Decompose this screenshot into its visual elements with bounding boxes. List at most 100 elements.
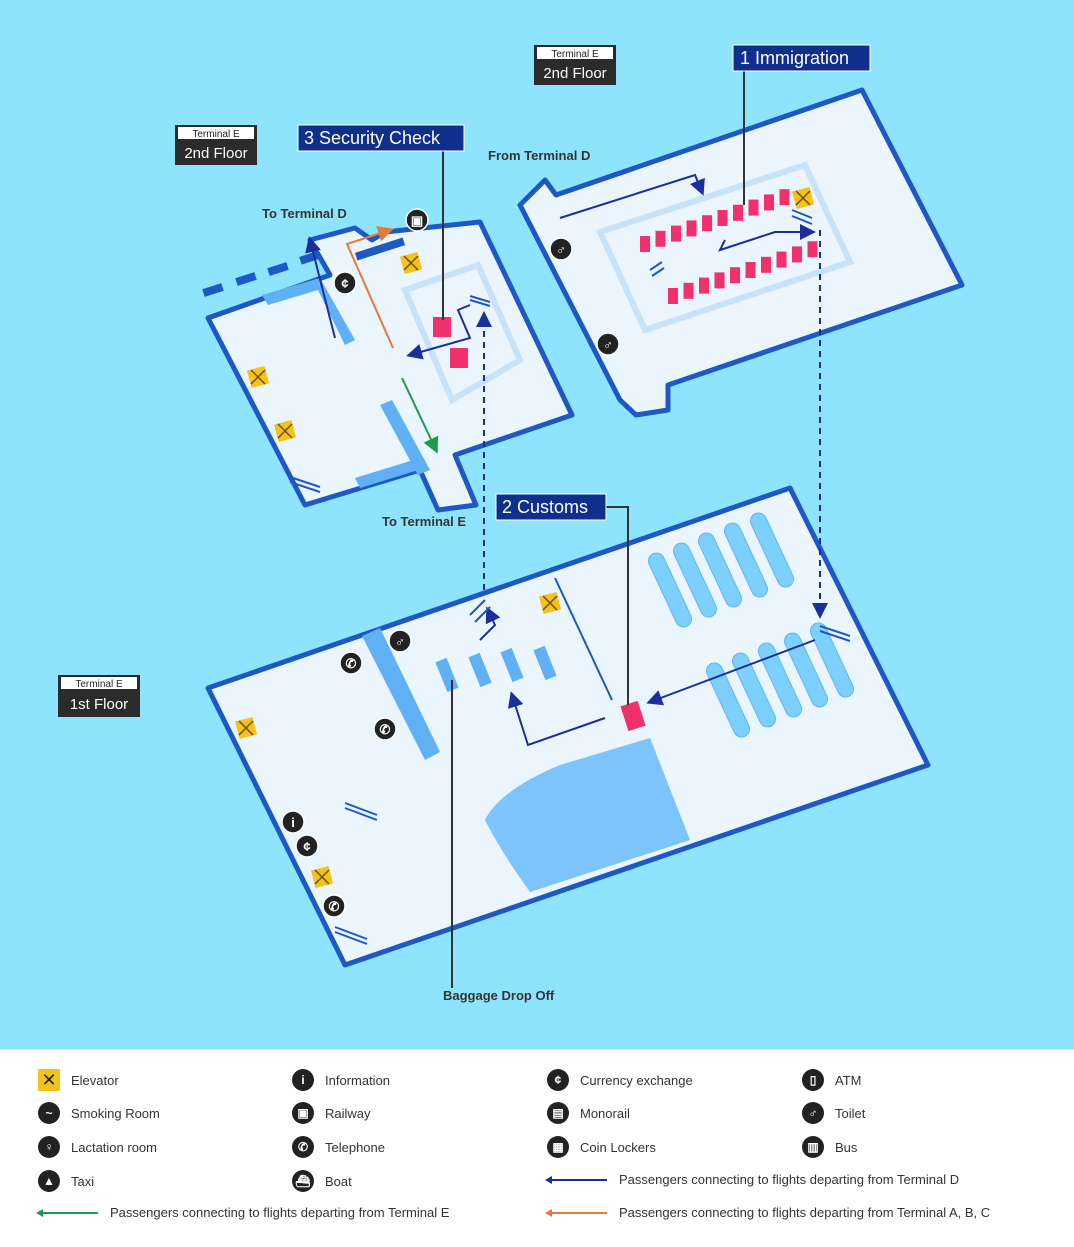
legend-label: Smoking Room bbox=[71, 1105, 160, 1121]
escalators bbox=[289, 209, 851, 945]
security-check-point bbox=[433, 317, 451, 337]
elevator-icon bbox=[273, 419, 297, 443]
route-arrow-icon bbox=[545, 1175, 607, 1184]
legend-label: Railway bbox=[325, 1105, 371, 1121]
elevator-icon bbox=[399, 251, 423, 275]
baggage-carousel bbox=[783, 632, 829, 708]
immigration-booth bbox=[764, 194, 774, 211]
immigration-booth bbox=[779, 189, 790, 206]
legend-item: ✕ Elevator bbox=[38, 1069, 119, 1091]
immigration-booth bbox=[717, 210, 728, 226]
baggage-carousel bbox=[749, 512, 795, 588]
svg-text:i: i bbox=[291, 815, 295, 830]
legend-item: ▯ ATM bbox=[802, 1069, 861, 1091]
elevator-icon bbox=[538, 591, 562, 615]
route-e bbox=[401, 377, 439, 454]
toilet-icon: ♂ bbox=[388, 629, 412, 653]
svg-text:Terminal E: Terminal E bbox=[192, 129, 240, 140]
immigration-booth bbox=[699, 277, 709, 294]
legend-item: ♂Toilet bbox=[802, 1102, 865, 1124]
legend-label: Monorail bbox=[580, 1105, 630, 1121]
svg-text:♂: ♂ bbox=[556, 242, 566, 257]
immigration-booth bbox=[702, 215, 712, 232]
baggage-carousel bbox=[809, 622, 855, 698]
legend-route: Passengers connecting to flights departi… bbox=[36, 1205, 450, 1220]
immigration-booth bbox=[655, 230, 666, 247]
legend-label: Elevator bbox=[71, 1072, 119, 1088]
elevator-icon bbox=[310, 865, 334, 889]
immigration-booth bbox=[792, 246, 802, 263]
step-immigration: 1 Immigration bbox=[732, 44, 871, 72]
railway-icon: ▣ bbox=[405, 208, 429, 232]
baggage-drop-off-label: Baggage Drop Off bbox=[443, 988, 555, 1003]
monorail-icon: ▤ bbox=[547, 1102, 569, 1124]
counter bbox=[262, 278, 355, 345]
immigration-booth bbox=[668, 288, 678, 304]
railway-icon: ▣ bbox=[292, 1102, 314, 1124]
legend-label: Lactation room bbox=[71, 1139, 157, 1155]
legend-item: ▥ Bus bbox=[802, 1136, 857, 1158]
immigration-area bbox=[595, 161, 855, 334]
bus-icon: ▥ bbox=[802, 1136, 824, 1158]
svg-text:2nd Floor: 2nd Floor bbox=[543, 65, 606, 82]
legend-label: Passengers connecting to flights departi… bbox=[110, 1205, 450, 1220]
elevator-icon bbox=[246, 365, 270, 389]
svg-text:♂: ♂ bbox=[395, 634, 405, 649]
legend-item: ♀Lactation room bbox=[38, 1136, 157, 1158]
legend-item: ▣ Railway bbox=[292, 1102, 371, 1124]
telephone-icon: ✆ bbox=[292, 1136, 314, 1158]
immigration-booth bbox=[807, 241, 818, 258]
immigration-booth bbox=[714, 272, 725, 289]
elevator-icon: ✕ bbox=[38, 1069, 60, 1091]
legend-label: Information bbox=[325, 1072, 391, 1088]
baggage-claim-area bbox=[485, 738, 690, 892]
route-d bbox=[406, 304, 472, 360]
baggage-carousel bbox=[647, 552, 693, 628]
svg-text:2nd Floor: 2nd Floor bbox=[184, 145, 247, 162]
legend-label: Passengers connecting to flights departi… bbox=[619, 1172, 960, 1187]
immigration-booth bbox=[776, 251, 787, 268]
security-check-point bbox=[450, 348, 468, 368]
to-terminal-d-label: To Terminal D bbox=[262, 206, 347, 221]
immigration-booth bbox=[686, 220, 697, 237]
svg-text:¢: ¢ bbox=[303, 839, 310, 854]
baggage-drop-counter bbox=[500, 647, 524, 683]
legend-route: Passengers connecting to flights departi… bbox=[545, 1205, 991, 1220]
telephone-icon: ✆ bbox=[373, 717, 397, 741]
legend-label: Toilet bbox=[835, 1105, 866, 1121]
legend-label: ATM bbox=[835, 1072, 862, 1088]
svg-text:✆: ✆ bbox=[346, 656, 357, 671]
elevator-icon bbox=[791, 186, 815, 210]
immigration-booth bbox=[733, 204, 743, 221]
legend-label: Coin Lockers bbox=[580, 1139, 656, 1155]
svg-text:♂: ♂ bbox=[603, 337, 613, 352]
to-terminal-e-label: To Terminal E bbox=[382, 514, 466, 529]
legend-label: Bus bbox=[835, 1139, 858, 1155]
terminal-map: ▣¢♂♂♂✆✆i¢✆ From Terminal D To Terminal D… bbox=[58, 44, 965, 1003]
floor-1f bbox=[205, 485, 931, 968]
baggage-drop-counter bbox=[533, 645, 557, 681]
telephone-icon: ✆ bbox=[322, 894, 346, 918]
currency-exchange-icon: ¢ bbox=[547, 1069, 569, 1091]
information-icon: i bbox=[281, 810, 305, 834]
baggage-carousels bbox=[647, 512, 855, 738]
legend-item: ▦ Coin Lockers bbox=[547, 1136, 656, 1158]
legend-item: ⛴Boat bbox=[292, 1170, 352, 1192]
legend-route: Passengers connecting to flights departi… bbox=[545, 1172, 960, 1187]
coin-lockers-icon: ▦ bbox=[547, 1136, 569, 1158]
floor-tag: Terminal E 2nd Floor bbox=[534, 45, 616, 85]
svg-text:1st Floor: 1st Floor bbox=[70, 696, 128, 713]
legend-label: Passengers connecting to flights departi… bbox=[619, 1205, 991, 1220]
from-terminal-d-label: From Terminal D bbox=[488, 148, 590, 163]
counter bbox=[355, 458, 425, 488]
legend-label: Currency exchange bbox=[580, 1072, 693, 1088]
legend-label: Taxi bbox=[71, 1173, 95, 1189]
floor-2f-west bbox=[202, 219, 575, 513]
floor-tag: Terminal E 2nd Floor bbox=[175, 125, 257, 165]
legend-item: ▲Taxi bbox=[38, 1170, 94, 1192]
atm-icon: ▯ bbox=[802, 1069, 824, 1091]
legend-item: ▤ Monorail bbox=[547, 1102, 630, 1124]
svg-text:2 Customs: 2 Customs bbox=[502, 497, 588, 517]
legend-item: ✆Telephone bbox=[292, 1136, 385, 1158]
